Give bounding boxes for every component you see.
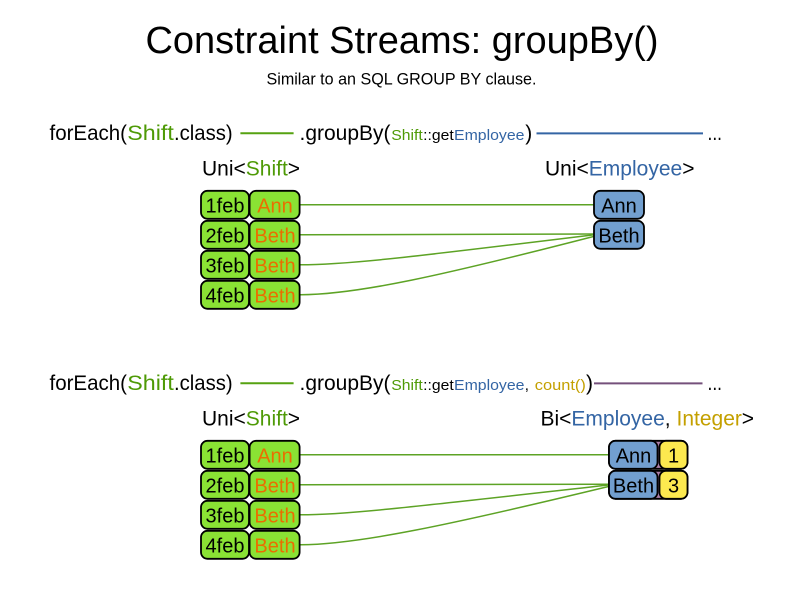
svg-text:::get: ::get [423, 127, 454, 144]
svg-text:3feb: 3feb [206, 255, 245, 277]
svg-text:Beth: Beth [254, 285, 295, 307]
svg-text:,: , [525, 377, 529, 394]
svg-text:Ann: Ann [601, 195, 637, 217]
svg-text:Shift: Shift [391, 377, 423, 394]
svg-text:): ) [525, 122, 532, 145]
svg-text:count(): count() [535, 377, 586, 394]
svg-text:Employee: Employee [589, 157, 682, 180]
svg-text:Shift: Shift [246, 407, 288, 430]
svg-text:Integer: Integer [677, 407, 742, 430]
svg-text:...: ... [708, 372, 723, 395]
svg-text:Constraint Streams: groupBy(): Constraint Streams: groupBy() [146, 20, 659, 62]
svg-text:,: , [665, 407, 671, 430]
svg-text:>: > [288, 407, 300, 430]
svg-text:Beth: Beth [613, 475, 654, 497]
svg-text:::get: ::get [423, 377, 454, 394]
svg-text:3feb: 3feb [206, 505, 245, 527]
svg-text:Uni<: Uni< [202, 157, 246, 180]
svg-text:Beth: Beth [254, 225, 295, 247]
svg-text:Shift: Shift [391, 127, 423, 144]
svg-text:Similar to an SQL GROUP BY cla: Similar to an SQL GROUP BY clause. [267, 71, 537, 89]
svg-text:.class): .class) [174, 122, 233, 145]
svg-text:1feb: 1feb [206, 445, 245, 467]
svg-text:Uni<: Uni< [202, 407, 246, 430]
svg-text:Shift: Shift [127, 122, 174, 145]
svg-text:Shift: Shift [246, 157, 288, 180]
svg-text:>: > [288, 157, 300, 180]
svg-text:Ann: Ann [257, 445, 293, 467]
svg-text:...: ... [708, 122, 723, 145]
svg-text:>: > [742, 407, 754, 430]
svg-text:Employee: Employee [454, 127, 525, 144]
svg-text:1: 1 [668, 445, 679, 467]
svg-text:.class): .class) [174, 372, 233, 395]
svg-text:Beth: Beth [598, 225, 639, 247]
svg-text:4feb: 4feb [206, 285, 245, 307]
svg-text:2feb: 2feb [206, 225, 245, 247]
svg-text:3: 3 [668, 475, 679, 497]
svg-text:4feb: 4feb [206, 535, 245, 557]
svg-text:forEach(: forEach( [50, 122, 128, 145]
svg-text:1feb: 1feb [206, 195, 245, 217]
svg-text:Beth: Beth [254, 505, 295, 527]
svg-text:2feb: 2feb [206, 475, 245, 497]
svg-text:Beth: Beth [254, 535, 295, 557]
svg-text:Ann: Ann [616, 445, 652, 467]
svg-text:Beth: Beth [254, 255, 295, 277]
svg-text:forEach(: forEach( [50, 372, 128, 395]
svg-text:Beth: Beth [254, 475, 295, 497]
svg-text:Uni<: Uni< [545, 157, 589, 180]
svg-text:Shift: Shift [127, 372, 174, 395]
svg-text:): ) [586, 372, 593, 395]
svg-text:Employee: Employee [571, 407, 664, 430]
svg-text:.groupBy(: .groupBy( [300, 372, 391, 395]
svg-text:Bi<: Bi< [541, 407, 572, 430]
svg-text:>: > [682, 157, 694, 180]
svg-text:Employee: Employee [454, 377, 525, 394]
svg-text:.groupBy(: .groupBy( [300, 122, 391, 145]
svg-text:Ann: Ann [257, 195, 293, 217]
